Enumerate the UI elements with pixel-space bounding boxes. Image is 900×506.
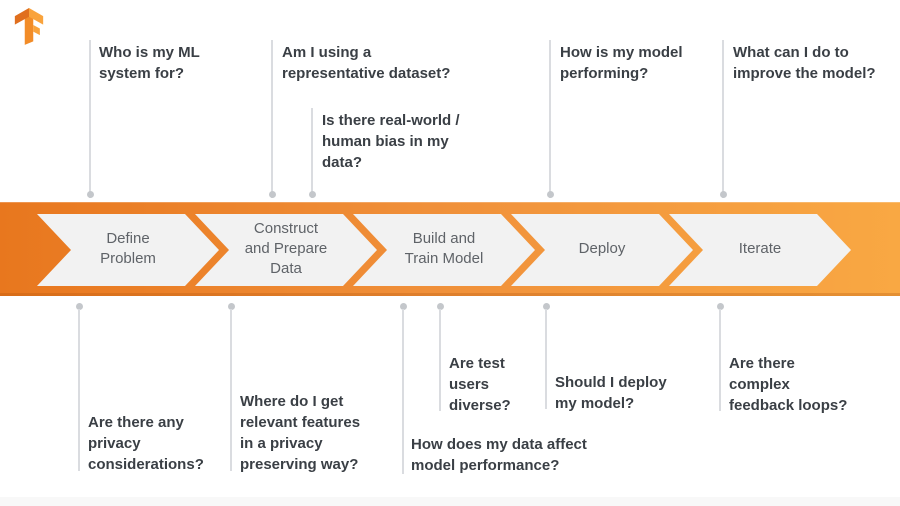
- connector-line: [549, 40, 551, 198]
- bottom-strip: [0, 497, 900, 506]
- connector-line: [78, 309, 80, 471]
- stage-define-problem: Define Problem: [100, 230, 156, 267]
- question-bottom-feedback: Are there complex feedback loops?: [729, 355, 848, 414]
- question-top-define: Who is my ML system for?: [99, 44, 200, 82]
- question-bottom-privacy: Are there any privacy considerations?: [88, 414, 204, 473]
- connector-dot: [309, 191, 316, 198]
- connector-dot: [269, 191, 276, 198]
- connector-dot: [543, 303, 550, 310]
- connector-dot: [228, 303, 235, 310]
- connector-dot: [717, 303, 724, 310]
- stage-arrow: [37, 214, 219, 286]
- connector-dot: [76, 303, 83, 310]
- connector-dot: [400, 303, 407, 310]
- question-top-dataset: Am I using a representative dataset?: [282, 44, 451, 82]
- connector-line: [439, 309, 441, 411]
- question-bottom-test-users: Are test users diverse?: [449, 355, 511, 414]
- question-top-bias: Is there real-world / human bias in my d…: [322, 112, 460, 171]
- connector-dot: [437, 303, 444, 310]
- stage-construct-data: Construct and Prepare Data: [244, 220, 328, 277]
- stage-arrow: [353, 214, 535, 286]
- stage-arrow: [195, 214, 377, 286]
- connector-line: [722, 40, 724, 198]
- stage-arrow: [511, 214, 693, 286]
- tensorflow-logo: [14, 8, 44, 45]
- question-bottom-deploy: Should I deploy my model?: [555, 374, 667, 412]
- connector-line: [271, 40, 273, 198]
- connector-dot: [87, 191, 94, 198]
- connector-line: [545, 309, 547, 409]
- connector-line: [402, 309, 404, 474]
- question-bottom-features: Where do I get relevant features in a pr…: [240, 393, 361, 473]
- connector-line: [89, 40, 91, 198]
- question-top-performing: How is my model performing?: [560, 44, 683, 82]
- connector-line: [311, 108, 313, 198]
- stage-build-train: Build and Train Model: [404, 230, 484, 267]
- process-banner: Define Problem Construct and Prepare Dat…: [0, 202, 900, 296]
- connector-dot: [547, 191, 554, 198]
- connector-line: [719, 309, 721, 411]
- question-bottom-data-affect: How does my data affect model performanc…: [411, 436, 587, 474]
- stage-arrow: [669, 214, 851, 286]
- stage-iterate: Iterate: [738, 240, 782, 257]
- question-top-improve: What can I do to improve the model?: [733, 44, 876, 82]
- stage-deploy: Deploy: [578, 240, 626, 257]
- connector-line: [230, 309, 232, 471]
- connector-dot: [720, 191, 727, 198]
